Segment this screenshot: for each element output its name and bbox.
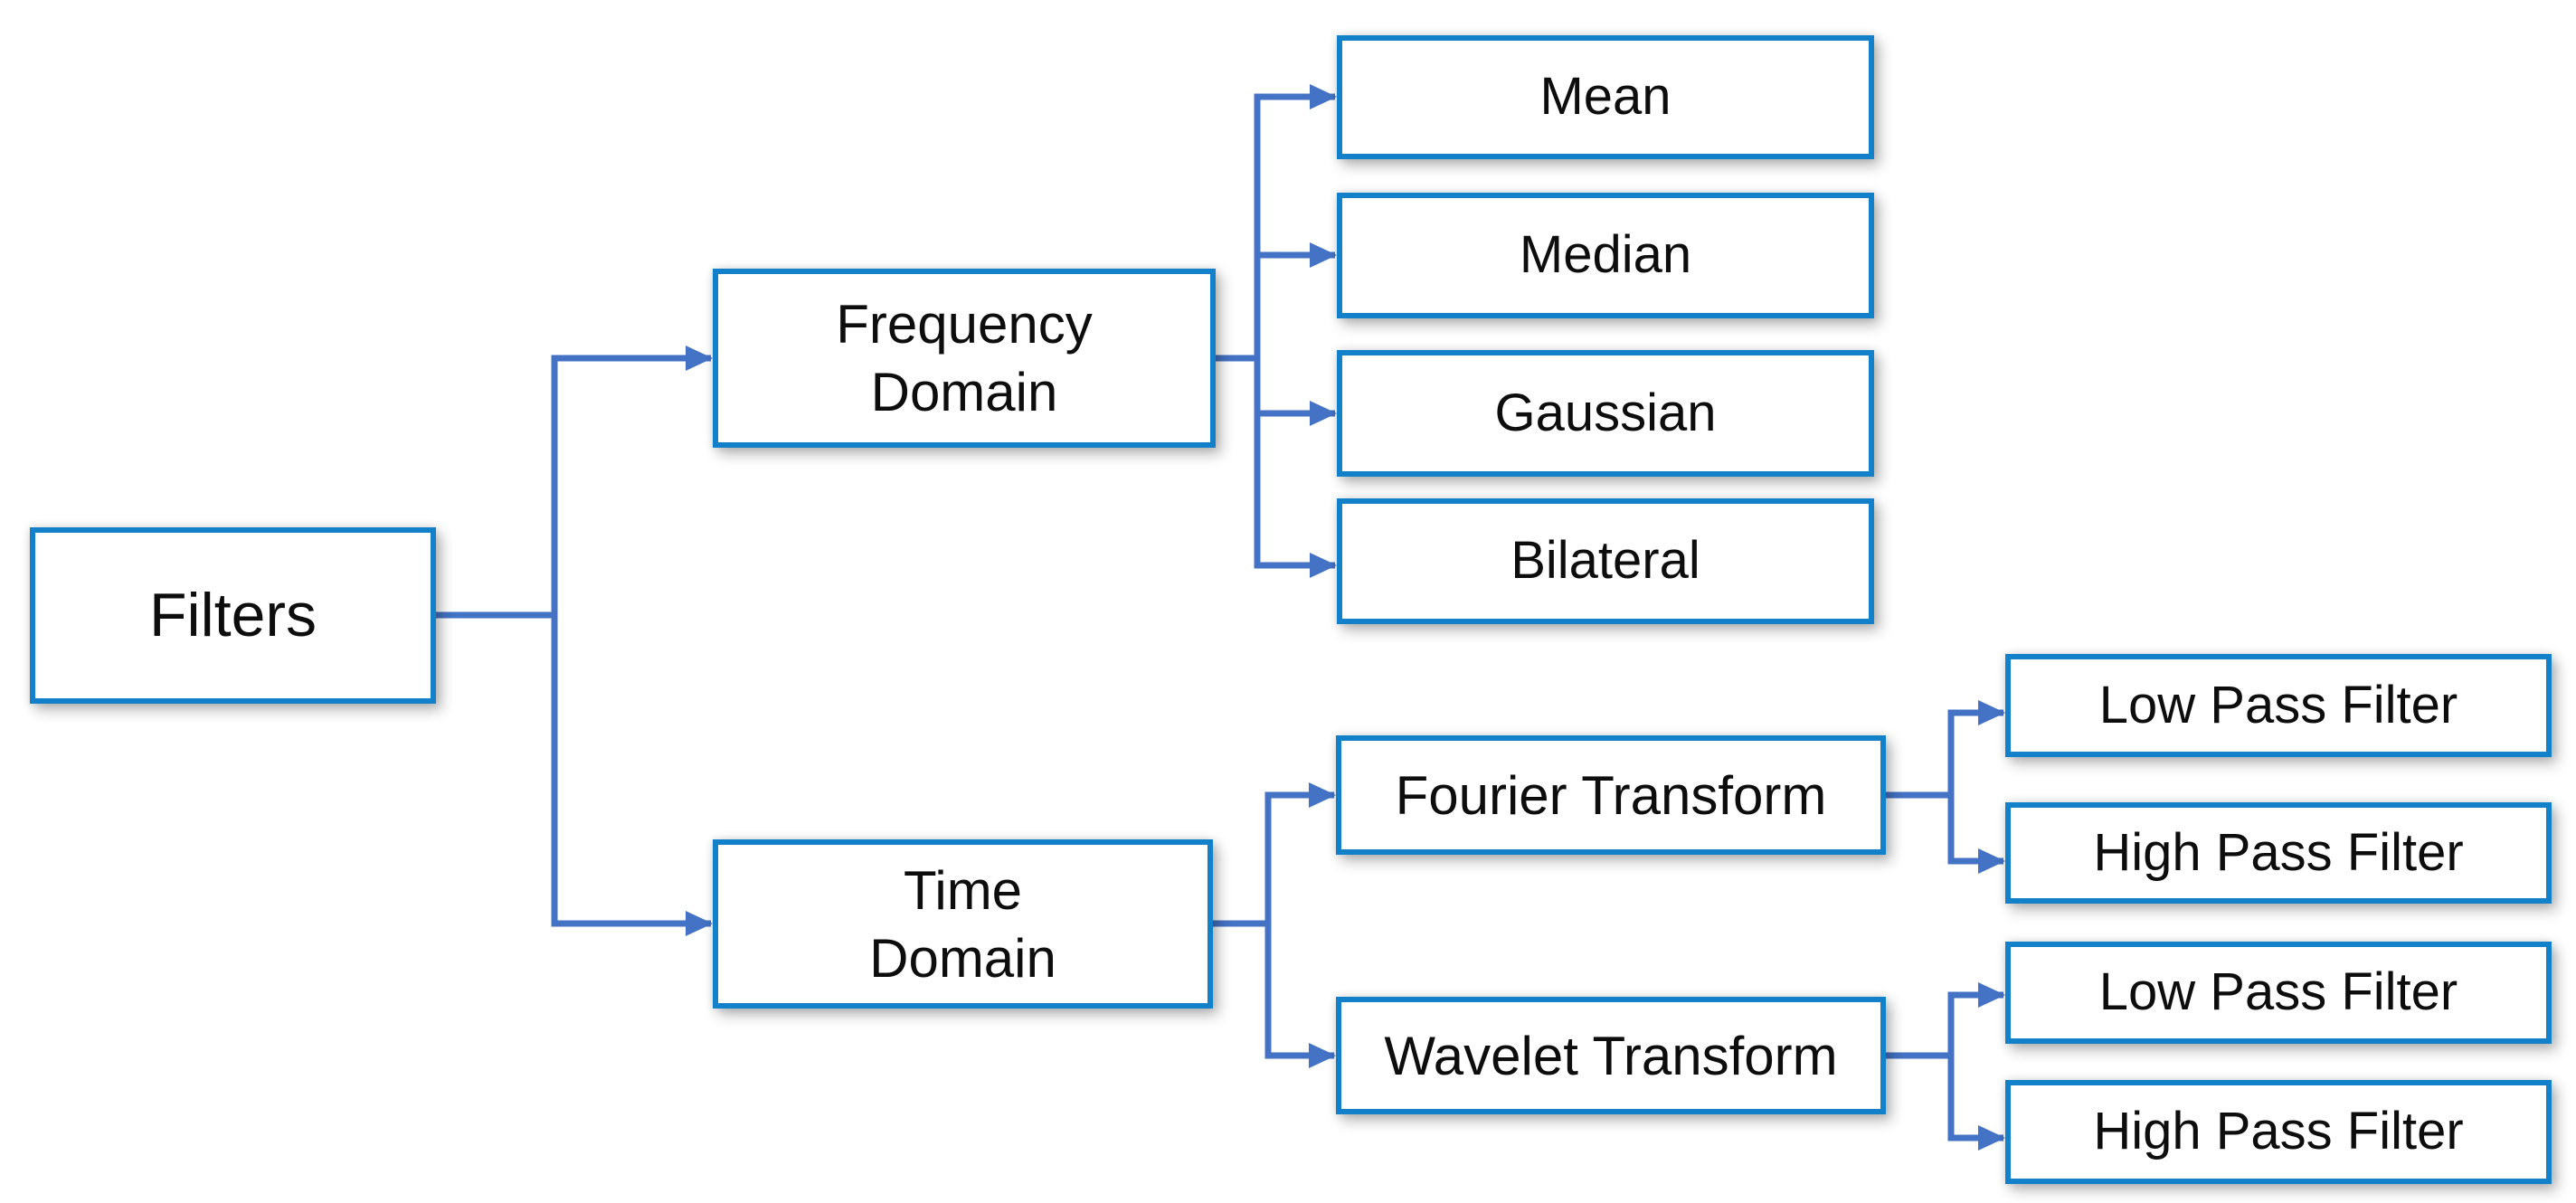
node-mean: Mean: [1337, 35, 1874, 159]
node-fourier-high-pass-filter: High Pass Filter: [2005, 802, 2552, 904]
edge-filters-to-time-domain: [436, 611, 713, 936]
edge-time-domain-to-fourier-transform: [1213, 782, 1336, 927]
edge-frequency-domain-to-gaussian: [1216, 355, 1337, 426]
node-bilateral: Bilateral: [1337, 498, 1874, 624]
node-fourier-low-pass-filter: Low Pass Filter: [2005, 654, 2552, 757]
node-filters: Filters: [30, 527, 436, 704]
node-time-domain: Time Domain: [713, 839, 1213, 1009]
node-wavelet-low-pass-filter: Low Pass Filter: [2005, 942, 2552, 1044]
node-gaussian: Gaussian: [1337, 350, 1874, 477]
node-median: Median: [1337, 193, 1874, 318]
edge-frequency-domain-to-median: [1216, 242, 1337, 362]
node-frequency-domain: Frequency Domain: [713, 269, 1216, 448]
node-wavelet-high-pass-filter: High Pass Filter: [2005, 1080, 2552, 1184]
edge-wavelet-to-high-pass: [1886, 1052, 2005, 1151]
edge-frequency-domain-to-bilateral: [1216, 355, 1337, 578]
node-fourier-transform: Fourier Transform: [1336, 735, 1886, 855]
node-wavelet-transform: Wavelet Transform: [1336, 997, 1886, 1114]
edge-fourier-to-low-pass: [1886, 700, 2005, 799]
edge-filters-to-frequency-domain: [436, 346, 713, 619]
edge-frequency-domain-to-mean: [1216, 84, 1337, 362]
edge-fourier-to-high-pass: [1886, 791, 2005, 874]
edge-time-domain-to-wavelet-transform: [1213, 920, 1336, 1068]
edge-wavelet-to-low-pass: [1886, 982, 2005, 1059]
